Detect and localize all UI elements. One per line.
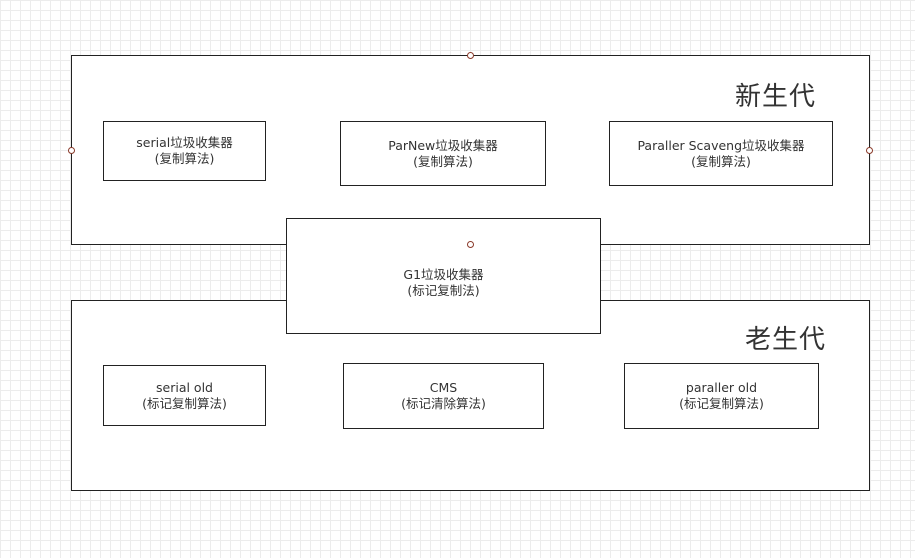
- young-group-left-handle[interactable]: [68, 147, 75, 154]
- parnew-collector-algorithm: (复制算法): [413, 153, 473, 169]
- serial-collector-algorithm: (复制算法): [154, 151, 215, 166]
- parallel-scavenge-collector-algorithm: (复制算法): [691, 153, 751, 169]
- serial-old-collector-node[interactable]: serial old (标记复制算法): [103, 365, 266, 426]
- g1-collector-name: G1垃圾收集器: [403, 267, 484, 282]
- parallel-scavenge-collector-name: Paraller Scaveng垃圾收集器: [637, 137, 805, 153]
- serial-old-collector-name: serial old: [156, 379, 213, 395]
- parallel-old-collector-algorithm: (标记复制算法): [679, 396, 764, 411]
- cms-collector-node[interactable]: CMS (标记清除算法): [343, 363, 544, 429]
- parnew-collector-name: ParNew垃圾收集器: [388, 137, 498, 153]
- g1-collector-node[interactable]: G1垃圾收集器 (标记复制法): [286, 218, 601, 334]
- cms-collector-name: CMS: [429, 380, 458, 395]
- old-generation-title: 老生代: [745, 325, 827, 355]
- serial-collector-name: serial垃圾收集器: [136, 135, 233, 150]
- cms-collector-algorithm: (标记清除算法): [401, 396, 486, 411]
- parnew-collector-node[interactable]: ParNew垃圾收集器 (复制算法): [340, 121, 546, 186]
- parallel-old-collector-name: paraller old: [685, 380, 758, 395]
- young-group-top-handle[interactable]: [467, 52, 474, 59]
- serial-old-collector-algorithm: (标记复制算法): [142, 395, 227, 411]
- young-generation-title: 新生代: [735, 82, 817, 112]
- young-group-right-handle[interactable]: [866, 147, 873, 154]
- parallel-old-collector-node[interactable]: paraller old (标记复制算法): [624, 363, 819, 429]
- g1-collector-algorithm: (标记复制法): [407, 283, 480, 298]
- young-group-bottom-handle[interactable]: [467, 241, 474, 248]
- parallel-scavenge-collector-node[interactable]: Paraller Scaveng垃圾收集器 (复制算法): [609, 121, 833, 186]
- serial-collector-node[interactable]: serial垃圾收集器 (复制算法): [103, 121, 266, 181]
